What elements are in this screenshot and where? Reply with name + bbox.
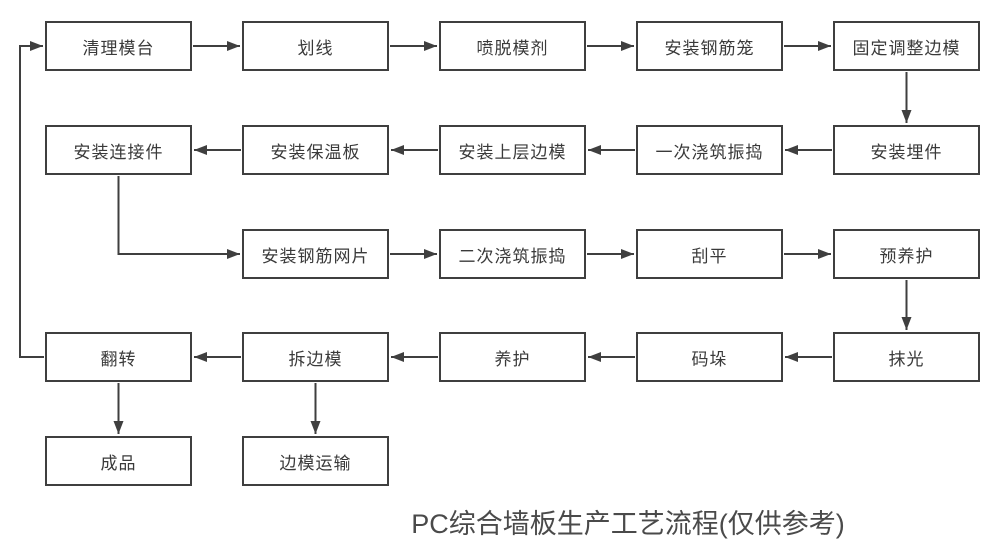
flow-node-install-rebar-mesh: 安装钢筋网片 bbox=[242, 229, 389, 279]
flow-node-label: 码垛 bbox=[691, 349, 728, 369]
flow-node-label: 固定调整边模 bbox=[852, 38, 961, 58]
flow-node-side-mold-transport: 边模运输 bbox=[242, 436, 389, 486]
flow-node-pre-curing: 预养护 bbox=[833, 229, 980, 279]
flow-node-label: 刮平 bbox=[691, 246, 728, 266]
flow-node-label: 安装上层边模 bbox=[458, 142, 567, 162]
flow-node-label: 边模运输 bbox=[279, 453, 352, 473]
flow-edge-flip-to-clean-mold-table bbox=[19, 41, 44, 358]
flow-node-label: 拆边模 bbox=[288, 349, 343, 369]
flow-node-label: 翻转 bbox=[100, 349, 137, 369]
flow-node-install-upper-side-mold: 安装上层边模 bbox=[439, 125, 586, 175]
flow-node-label: 安装钢筋笼 bbox=[664, 38, 755, 58]
flow-node-label: 划线 bbox=[297, 38, 334, 58]
flow-node-stacking: 码垛 bbox=[636, 332, 783, 382]
flow-node-install-insulation-board: 安装保温板 bbox=[242, 125, 389, 175]
flow-node-second-pour-vibrate: 二次浇筑振捣 bbox=[439, 229, 586, 279]
flow-node-label: 抹光 bbox=[888, 349, 925, 369]
flow-node-clean-mold-table: 清理模台 bbox=[45, 21, 192, 71]
flow-node-label: 预养护 bbox=[879, 246, 934, 266]
flow-node-spray-release-agent: 喷脱模剂 bbox=[439, 21, 586, 71]
flow-node-remove-side-mold: 拆边模 bbox=[242, 332, 389, 382]
flow-node-fix-adjust-side-mold: 固定调整边模 bbox=[833, 21, 980, 71]
flow-node-marking: 划线 bbox=[242, 21, 389, 71]
flow-node-finished-product: 成品 bbox=[45, 436, 192, 486]
diagram-title: PC综合墙板生产工艺流程(仅供参考) bbox=[411, 509, 845, 539]
flow-node-curing: 养护 bbox=[439, 332, 586, 382]
flow-node-label: 一次浇筑振捣 bbox=[655, 142, 764, 162]
flow-node-label: 喷脱模剂 bbox=[476, 38, 549, 58]
flow-node-install-connectors: 安装连接件 bbox=[45, 125, 192, 175]
flow-node-label: 安装埋件 bbox=[870, 142, 943, 162]
flow-edge-install-connectors-to-install-rebar-mesh bbox=[117, 176, 240, 259]
flow-node-label: 安装钢筋网片 bbox=[261, 246, 370, 266]
flow-node-label: 成品 bbox=[100, 453, 137, 473]
flow-node-scrape-level: 刮平 bbox=[636, 229, 783, 279]
flow-node-label: 安装连接件 bbox=[73, 142, 164, 162]
flow-node-install-rebar-cage: 安装钢筋笼 bbox=[636, 21, 783, 71]
flow-node-label: 安装保温板 bbox=[270, 142, 361, 162]
flow-node-label: 养护 bbox=[494, 349, 531, 369]
flow-node-flip: 翻转 bbox=[45, 332, 192, 382]
flow-node-label: 二次浇筑振捣 bbox=[458, 246, 567, 266]
flow-node-install-embedded-parts: 安装埋件 bbox=[833, 125, 980, 175]
flow-node-first-pour-vibrate: 一次浇筑振捣 bbox=[636, 125, 783, 175]
flow-node-polishing: 抹光 bbox=[833, 332, 980, 382]
flow-node-label: 清理模台 bbox=[82, 38, 155, 58]
